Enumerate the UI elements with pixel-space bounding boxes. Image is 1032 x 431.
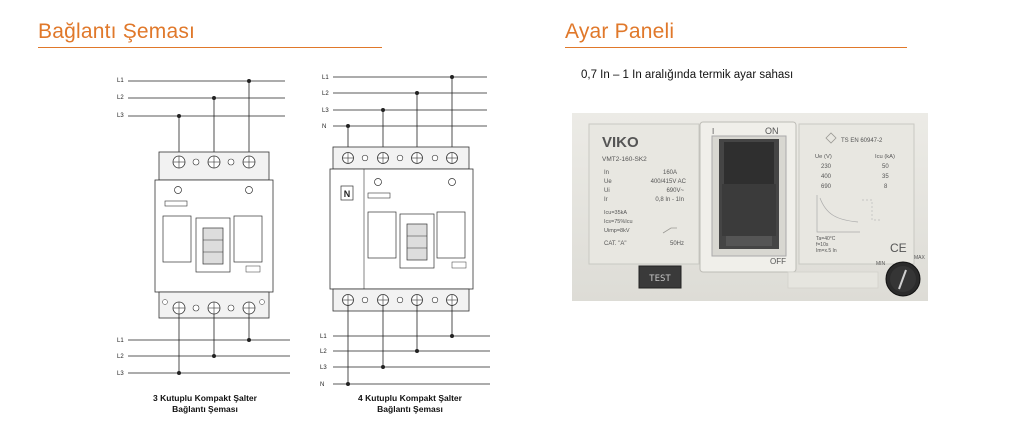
thermal-range-text: 0,7 In – 1 In aralığında termik ayar sah… (581, 69, 794, 81)
wire-label: L2 (117, 354, 124, 360)
wire-label: L3 (320, 365, 327, 371)
three-pole-diagram: L1 L2 L3 (117, 78, 290, 377)
svg-text:CAT. "A": CAT. "A" (604, 241, 627, 247)
four-pole-breaker: N (329, 146, 474, 312)
knob-max-label: MAX (914, 255, 926, 261)
svg-text:690: 690 (821, 184, 832, 190)
svg-text:0,8 In - 1In: 0,8 In - 1In (655, 197, 684, 203)
svg-text:Ue (V): Ue (V) (815, 154, 832, 160)
four-pole-diagram: L1 L2 L3 N (320, 75, 490, 388)
connection-diagram-title: Bağlantı Şeması (38, 20, 196, 43)
svg-text:Ta=40°C: Ta=40°C (816, 236, 836, 242)
caption-line: 4 Kutuplu Kompakt Şalter (358, 393, 462, 403)
svg-text:160A: 160A (663, 170, 677, 176)
off-label: OFF (770, 257, 786, 266)
wire-label: L2 (117, 95, 124, 101)
wire-label: N (322, 124, 326, 130)
svg-text:690V~: 690V~ (666, 188, 684, 194)
four-pole-caption: 4 Kutuplu Kompakt Şalter Bağlantı Şeması (340, 393, 480, 415)
svg-text:In: In (604, 170, 609, 176)
svg-text:50Hz: 50Hz (670, 241, 684, 247)
test-label: TEST (649, 274, 671, 284)
svg-text:f=10s: f=10s (816, 242, 829, 248)
three-pole-caption: 3 Kutuplu Kompakt Şalter Bağlantı Şeması (135, 393, 275, 415)
title-underline-left (38, 47, 382, 48)
svg-text:Ue: Ue (604, 179, 612, 185)
wire-label: L1 (320, 334, 327, 340)
svg-text:Ui: Ui (604, 188, 610, 194)
svg-text:230: 230 (821, 164, 832, 170)
wire-label: L2 (322, 91, 329, 97)
svg-text:Im=x.5 In: Im=x.5 In (816, 248, 837, 254)
svg-text:I: I (712, 127, 714, 136)
svg-text:Ics=75%Icu: Ics=75%Icu (604, 219, 633, 225)
svg-text:8: 8 (884, 184, 888, 190)
caption-line: Bağlantı Şeması (377, 404, 443, 414)
brand-logo: VIKO (602, 134, 639, 151)
settings-panel-title: Ayar Paneli (565, 20, 675, 43)
svg-text:400/415V AC: 400/415V AC (651, 179, 687, 185)
three-pole-breaker (154, 151, 274, 319)
svg-text:50: 50 (882, 164, 889, 170)
wire-label: L1 (322, 75, 329, 81)
wire-label: L3 (322, 108, 329, 114)
on-label: ON (765, 126, 779, 136)
svg-text:Icu (kA): Icu (kA) (875, 154, 895, 160)
standard-label: TS EN 60947-2 (841, 138, 883, 144)
caption-line: 3 Kutuplu Kompakt Şalter (153, 393, 257, 403)
svg-text:400: 400 (821, 174, 832, 180)
test-button (638, 265, 682, 289)
title-underline-right (565, 47, 907, 48)
settings-panel-photo: VIKO VMT2-160-SK2 In 160A Ue 400/415V AC… (572, 113, 928, 301)
wire-label: L2 (320, 349, 327, 355)
model-label: VMT2-160-SK2 (602, 156, 647, 163)
wire-label: N (320, 382, 324, 388)
wire-label: L3 (117, 371, 124, 377)
wire-label: L1 (117, 78, 124, 84)
svg-text:35: 35 (882, 174, 889, 180)
ce-mark: CE (890, 241, 907, 255)
svg-text:Ir: Ir (604, 197, 608, 203)
knob-min-label: MIN (876, 261, 886, 267)
neutral-mark: N (344, 189, 351, 199)
caption-line: Bağlantı Şeması (172, 404, 238, 414)
wire-label: L3 (117, 113, 124, 119)
wire-label: L1 (117, 338, 124, 344)
svg-text:Uimp=8kV: Uimp=8kV (604, 228, 630, 234)
svg-text:Icu=35kA: Icu=35kA (604, 210, 627, 216)
